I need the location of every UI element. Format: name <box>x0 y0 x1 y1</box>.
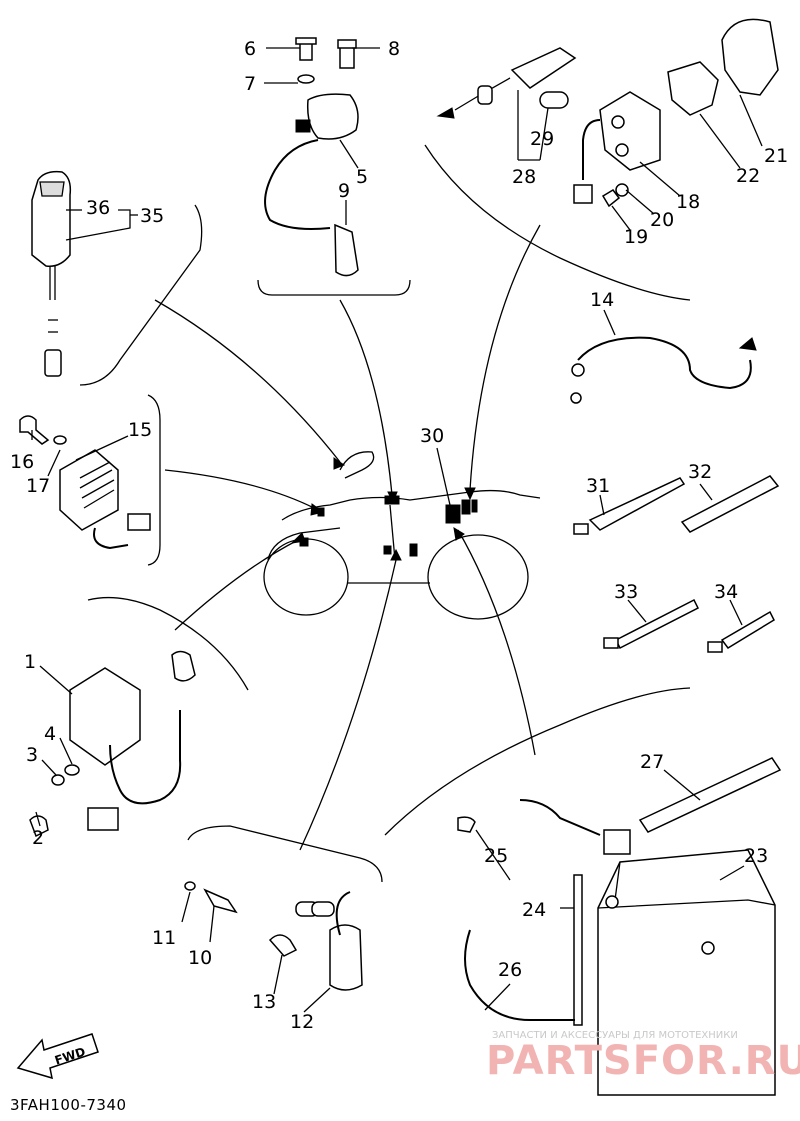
callout-31: 31 <box>586 475 610 497</box>
callout-35: 35 <box>140 205 164 227</box>
callout-22: 22 <box>736 165 760 187</box>
battery-part <box>457 757 782 1096</box>
atv-outline <box>263 451 541 620</box>
leader-arrows <box>154 224 541 851</box>
wire-harness-part <box>570 336 757 404</box>
callout-6: 6 <box>244 38 256 60</box>
callout-19: 19 <box>624 226 648 248</box>
callout-3: 3 <box>26 744 38 766</box>
main-switch-part <box>31 170 72 377</box>
callout-18: 18 <box>676 191 700 213</box>
callout-9: 9 <box>338 180 350 202</box>
callout-1: 1 <box>24 651 36 673</box>
callout-27: 27 <box>640 751 664 773</box>
callout-13: 13 <box>252 991 276 1013</box>
watermark: ЗАПЧАСТИ И АКСЕССУАРЫ ДЛЯ МОТОТЕХНИКИ PA… <box>486 1030 800 1084</box>
callout-labels: 6 7 8 5 9 36 35 15 16 17 1 3 4 2 11 10 1… <box>10 38 788 1033</box>
callout-17: 17 <box>26 475 50 497</box>
callout-28: 28 <box>512 166 536 188</box>
callout-36: 36 <box>86 197 110 219</box>
callout-4: 4 <box>44 723 56 745</box>
callout-23: 23 <box>744 845 768 867</box>
callout-11: 11 <box>152 927 176 949</box>
callout-7: 7 <box>244 73 256 95</box>
callout-8: 8 <box>388 38 400 60</box>
callout-21: 21 <box>764 145 788 167</box>
callout-leaders <box>31 47 763 1013</box>
callout-32: 32 <box>688 461 712 483</box>
callout-16: 16 <box>10 451 34 473</box>
starter-relay-part <box>436 18 779 208</box>
group-brackets <box>79 144 691 883</box>
callout-2: 2 <box>32 827 44 849</box>
callout-30: 30 <box>420 425 444 447</box>
watermark-tagline: ЗАПЧАСТИ И АКСЕССУАРЫ ДЛЯ МОТОТЕХНИКИ <box>492 1030 738 1041</box>
ignition-coil-part <box>264 37 359 277</box>
rectifier-part <box>19 415 151 550</box>
callout-33: 33 <box>614 581 638 603</box>
cable-ties-part <box>573 475 780 653</box>
watermark-logo: PARTSFOR.RU <box>486 1038 800 1084</box>
callout-20: 20 <box>650 209 674 231</box>
fwd-arrow: FWD <box>16 1033 99 1080</box>
diagram-code: 3FAH100-7340 <box>10 1096 127 1114</box>
callout-34: 34 <box>714 581 738 603</box>
cdi-unit-part <box>29 650 196 838</box>
sensor-part <box>184 881 363 991</box>
callout-15: 15 <box>128 419 152 441</box>
callout-12: 12 <box>290 1011 314 1033</box>
callout-14: 14 <box>590 289 614 311</box>
callout-25: 25 <box>484 845 508 867</box>
callout-10: 10 <box>188 947 212 969</box>
callout-24: 24 <box>522 899 546 921</box>
callout-5: 5 <box>356 166 368 188</box>
callout-26: 26 <box>498 959 522 981</box>
callout-29: 29 <box>530 128 554 150</box>
